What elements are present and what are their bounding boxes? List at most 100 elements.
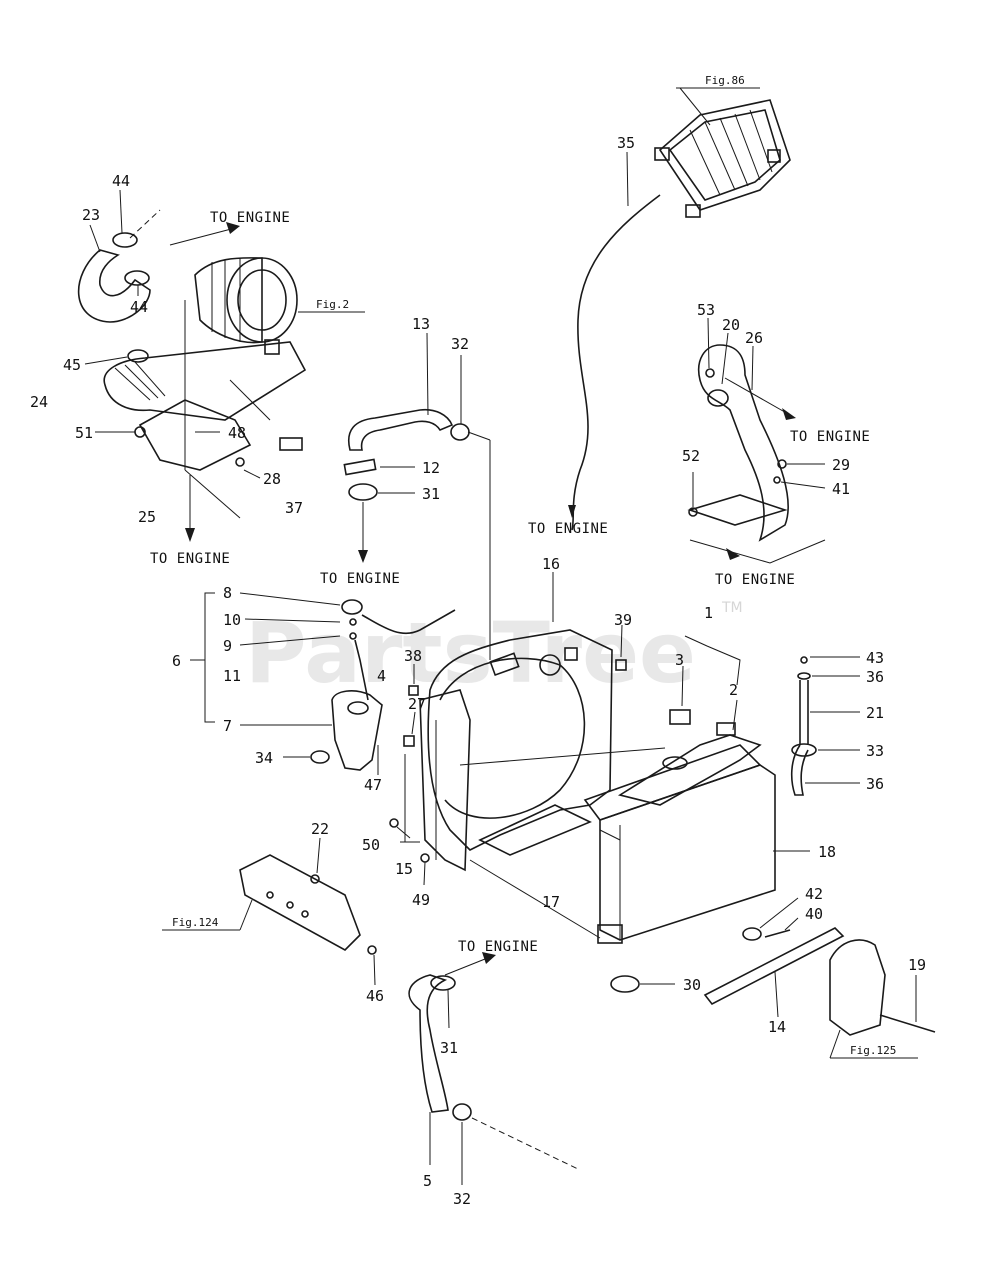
- pipe-26: [698, 344, 789, 542]
- callout-36a: 36: [866, 668, 884, 686]
- callout-45: 45: [63, 356, 81, 374]
- washer-42: [742, 927, 762, 941]
- callout-52: 52: [682, 447, 700, 465]
- callout-26: 26: [745, 329, 763, 347]
- to-engine-label-5: TO ENGINE: [790, 429, 870, 445]
- callout-14: 14: [768, 1018, 786, 1036]
- duct-24: [103, 341, 307, 421]
- callout-37: 37: [285, 499, 303, 517]
- callout-10: 10: [223, 611, 241, 629]
- watermark-tm: TM: [721, 600, 743, 616]
- radiator-18: [583, 722, 776, 944]
- callout-30: 30: [683, 976, 701, 994]
- callout-27: 27: [408, 695, 426, 713]
- callout-12: 12: [422, 459, 440, 477]
- clamp-32-top: [450, 423, 470, 441]
- clamp-30: [610, 975, 640, 993]
- air-cleaner: [194, 257, 298, 355]
- part-12: [343, 458, 377, 476]
- callout-16: 16: [542, 555, 560, 573]
- callout-29: 29: [832, 456, 850, 474]
- bar-14: [703, 927, 845, 1006]
- callout-4: 4: [377, 667, 386, 685]
- callout-13: 13: [412, 315, 430, 333]
- bracket-6: [204, 592, 215, 723]
- to-engine-label-7: TO ENGINE: [458, 939, 538, 955]
- clamp-32-bottom: [452, 1103, 472, 1121]
- callout-3: 3: [675, 651, 684, 669]
- callout-8: 8: [223, 584, 232, 602]
- fan-shroud-16: [427, 629, 613, 851]
- callout-28: 28: [263, 470, 281, 488]
- callout-41: 41: [832, 480, 850, 498]
- callout-7: 7: [223, 717, 232, 735]
- callout-19: 19: [908, 956, 926, 974]
- callout-47: 47: [364, 776, 382, 794]
- to-engine-label-4: TO ENGINE: [320, 571, 400, 587]
- callout-24: 24: [30, 393, 48, 411]
- guard-fig124: [239, 854, 361, 951]
- callout-49: 49: [412, 891, 430, 909]
- callout-18: 18: [818, 843, 836, 861]
- callout-23: 23: [82, 206, 100, 224]
- callout-36b: 36: [866, 775, 884, 793]
- bracket-fig125: [829, 939, 886, 1036]
- callout-44a: 44: [112, 172, 130, 190]
- callout-40: 40: [805, 905, 823, 923]
- hose-23: [77, 249, 151, 323]
- callout-53: 53: [697, 301, 715, 319]
- callout-50: 50: [362, 836, 380, 854]
- callout-38: 38: [404, 647, 422, 665]
- leader-1: [684, 635, 741, 686]
- callout-31b: 31: [440, 1039, 458, 1057]
- hose-13: [348, 408, 454, 451]
- to-engine-label-1: TO ENGINE: [210, 210, 290, 226]
- cable-35: [571, 194, 661, 531]
- hose-4: [354, 639, 369, 701]
- callout-22: 22: [311, 820, 329, 838]
- to-engine-label-6: TO ENGINE: [715, 572, 795, 588]
- callout-42: 42: [805, 885, 823, 903]
- fig86-ref: Fig.86: [705, 74, 745, 87]
- callout-5: 5: [423, 1172, 432, 1190]
- callout-39: 39: [614, 611, 632, 629]
- callout-1: 1: [704, 604, 713, 622]
- clamp-31-top: [348, 483, 378, 501]
- fig124-ref: Fig.124: [172, 916, 219, 929]
- callout-11: 11: [223, 667, 241, 685]
- leader-fig86: [679, 87, 711, 126]
- callout-31a: 31: [422, 485, 440, 503]
- callout-51: 51: [75, 424, 93, 442]
- hose-5: [408, 974, 449, 1113]
- callout-43: 43: [866, 649, 884, 667]
- clamp-31-bottom: [430, 975, 456, 991]
- fig2-ref: Fig.2: [316, 298, 349, 311]
- bolt-19: [879, 1014, 936, 1033]
- callout-9: 9: [223, 637, 232, 655]
- callout-48: 48: [228, 424, 246, 442]
- reservoir-tank-7: [331, 690, 383, 771]
- callout-2: 2: [729, 681, 738, 699]
- fig125-ref: Fig.125: [850, 1044, 896, 1057]
- callout-32b: 32: [453, 1190, 471, 1208]
- callout-34: 34: [255, 749, 273, 767]
- clamp-44a: [112, 232, 138, 248]
- callout-6: 6: [172, 652, 181, 670]
- callout-20: 20: [722, 316, 740, 334]
- callout-21: 21: [866, 704, 884, 722]
- callout-33: 33: [866, 742, 884, 760]
- to-engine-label-2: TO ENGINE: [150, 551, 230, 567]
- callout-35: 35: [617, 134, 635, 152]
- callout-17: 17: [542, 893, 560, 911]
- clamp-44b: [124, 270, 150, 286]
- callout-25: 25: [138, 508, 156, 526]
- to-engine-label-3: TO ENGINE: [528, 521, 608, 537]
- part-3: [669, 709, 691, 725]
- callout-15: 15: [395, 860, 413, 878]
- side-panel-15: [419, 689, 471, 872]
- callout-46: 46: [366, 987, 384, 1005]
- callout-44b: 44: [130, 298, 148, 316]
- screen-assembly: [654, 99, 791, 218]
- callout-32a: 32: [451, 335, 469, 353]
